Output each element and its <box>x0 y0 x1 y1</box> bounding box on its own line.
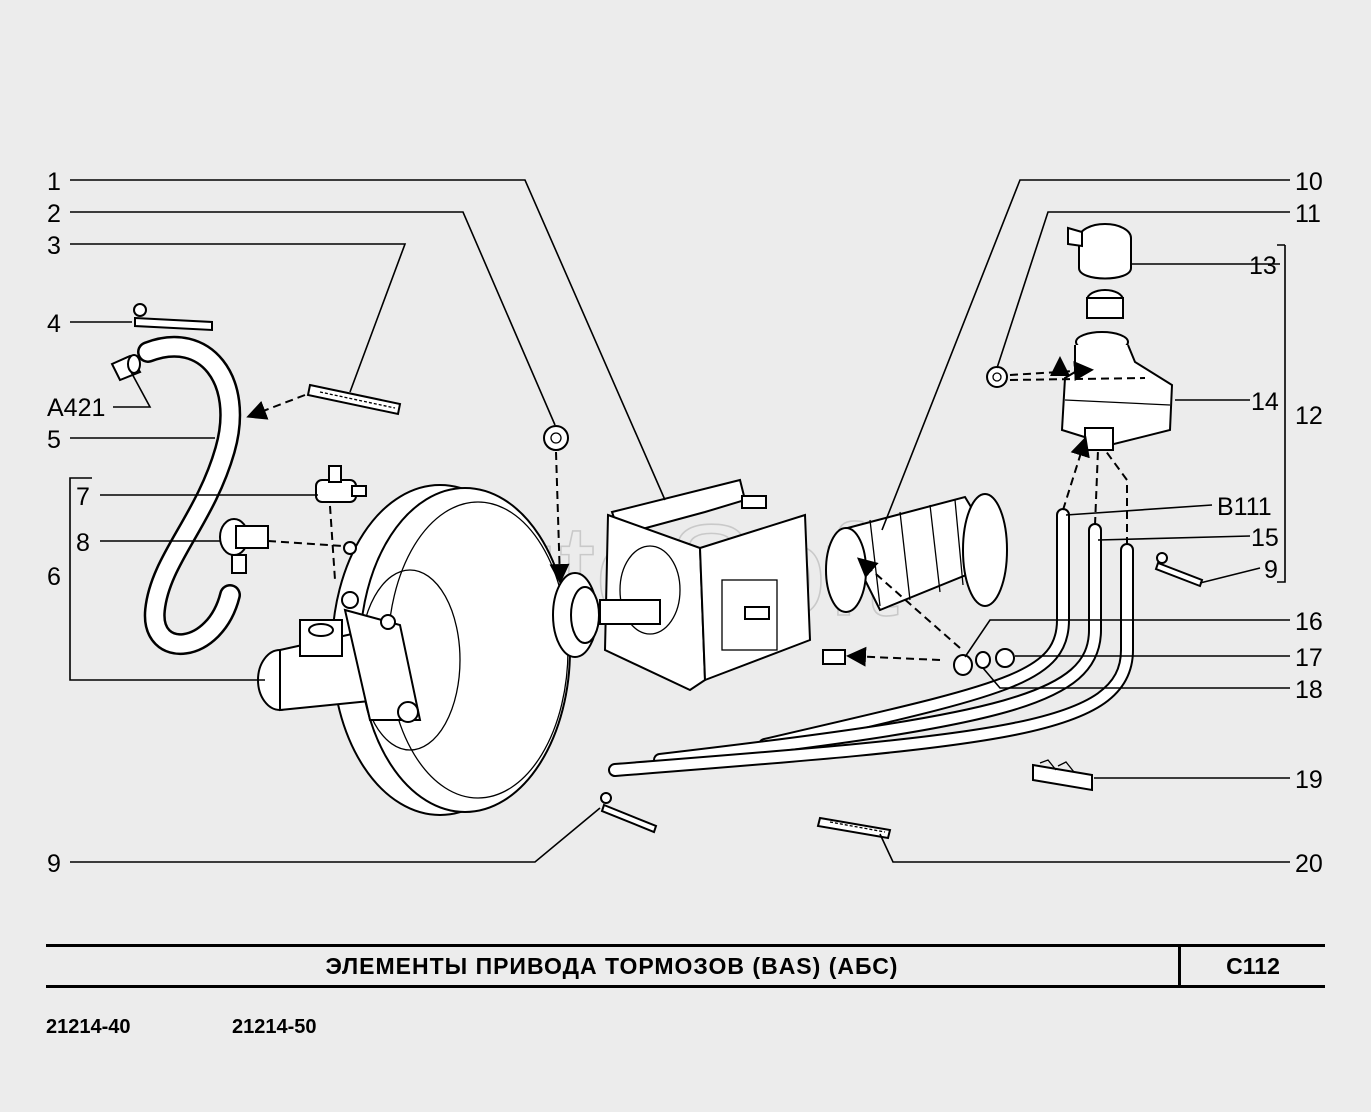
parts-diagram: AutoSoft <box>47 168 1323 878</box>
callout-17: 17 <box>1295 644 1323 672</box>
assembly-arrow-washers <box>846 646 941 667</box>
callout-9-left: 9 <box>47 850 61 878</box>
callout-12: 12 <box>1295 402 1323 430</box>
title-divider <box>1178 947 1181 985</box>
callout-6: 6 <box>47 563 61 591</box>
cable-tie-20 <box>816 816 892 840</box>
callout-14: 14 <box>1251 388 1279 416</box>
callout-8: 8 <box>76 529 90 557</box>
callout-4: 4 <box>47 310 61 338</box>
model-number-1: 21214-40 <box>46 1016 131 1038</box>
assembly-arrow-clamp <box>246 394 306 420</box>
vacuum-hose-5 <box>137 335 242 655</box>
callout-19: 19 <box>1295 766 1323 794</box>
model-number-2: 21214-50 <box>232 1016 317 1038</box>
reservoir-cap-13 <box>1067 223 1132 319</box>
callout-3: 3 <box>47 232 61 260</box>
diagram-title: ЭЛЕМЕНТЫ ПРИВОДА ТОРМОЗОВ (BAS) (АБС) <box>325 952 899 979</box>
callout-9-right: 9 <box>1264 556 1278 584</box>
callout-13: 13 <box>1249 252 1277 280</box>
callout-labels: 1 2 3 4 A421 5 6 7 8 9 10 11 13 12 14 B1… <box>47 168 1323 878</box>
booster-pushrod-seal <box>552 572 600 658</box>
callout-2: 2 <box>47 200 61 228</box>
assembly-arrow-tube-1 <box>1062 436 1090 511</box>
callout-20: 20 <box>1295 850 1323 878</box>
callout-b111: B111 <box>1217 493 1272 521</box>
assembly-arrow-tube-3 <box>1104 449 1128 545</box>
callout-1: 1 <box>47 168 61 196</box>
callout-5: 5 <box>47 426 61 454</box>
title-block: ЭЛЕМЕНТЫ ПРИВОДА ТОРМОЗОВ (BAS) (АБС) C1… <box>46 944 1325 988</box>
washers-16-17-18 <box>953 648 1015 676</box>
abs-bracket-1 <box>599 478 812 692</box>
callout-15: 15 <box>1251 524 1279 552</box>
hose-fitting-a421 <box>110 354 142 382</box>
nut-11 <box>986 366 1008 388</box>
master-cylinder <box>257 591 422 723</box>
hose-clamp-9-left <box>600 792 658 834</box>
hose-clamp-9-right <box>1154 552 1204 588</box>
hose-clamp-4 <box>133 303 213 332</box>
vacuum-tee-8 <box>219 518 269 574</box>
check-valve-7 <box>315 465 367 503</box>
assembly-arrow-nut <box>549 451 570 584</box>
assembly-arrow-reservoir-b <box>1009 377 1146 381</box>
callout-18: 18 <box>1295 676 1323 704</box>
tube-holder-19 <box>1032 759 1093 792</box>
assembly-arrow-valve <box>329 505 336 581</box>
callout-7: 7 <box>76 483 90 511</box>
callout-16: 16 <box>1295 608 1323 636</box>
vacuum-booster <box>331 484 571 816</box>
nut-2 <box>543 425 569 451</box>
callout-11: 11 <box>1295 200 1321 228</box>
assembly-arrow-tee <box>267 540 343 547</box>
assembly-arrow-abs <box>856 557 961 649</box>
callout-10: 10 <box>1295 168 1323 196</box>
reservoir-14 <box>1060 331 1174 451</box>
leader-lines <box>69 179 1290 863</box>
cable-tie-3 <box>306 383 402 416</box>
diagram-code: C112 <box>1226 952 1280 979</box>
callout-a421: A421 <box>47 394 105 422</box>
brake-tubes-b111-15 <box>608 508 1134 777</box>
